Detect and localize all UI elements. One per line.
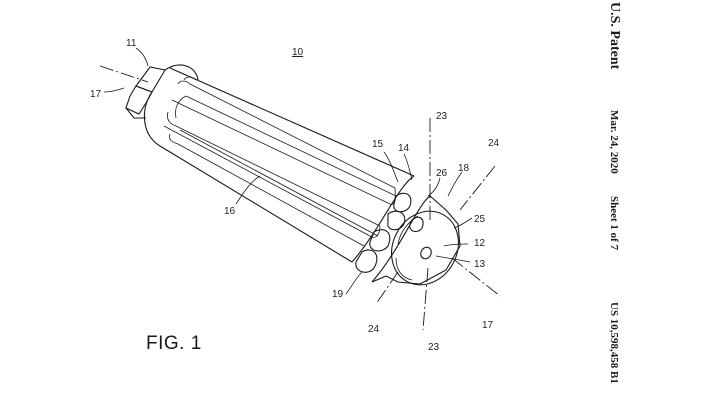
fig1-device-drawing: 11 10 17 23 15 14 24 18 26 16 25 12 13 1…: [90, 38, 501, 353]
figure-title: FIG. 1: [146, 333, 202, 354]
ref-19: 19: [332, 289, 344, 300]
cylinder-body: [143, 64, 415, 263]
ref-24-lower: 24: [368, 324, 380, 335]
ref-14: 14: [398, 143, 410, 154]
ref-16: 16: [224, 206, 236, 217]
ref-11: 11: [126, 38, 137, 49]
patent-header: U.S. Patent Mar. 24, 2020 Sheet 1 of 7 U…: [598, 0, 624, 405]
ref-18: 18: [458, 163, 470, 174]
ref-25: 25: [474, 214, 486, 225]
ref-10: 10: [292, 47, 304, 58]
ref-17-upper: 17: [90, 89, 102, 100]
ref-24-upper: 24: [488, 138, 500, 149]
ref-23-upper: 23: [436, 111, 448, 122]
patent-date: Mar. 24, 2020: [608, 110, 620, 174]
ref-13: 13: [474, 259, 486, 270]
sheet-number: Sheet 1 of 7: [608, 196, 620, 251]
axis-17-lower: [451, 257, 501, 297]
axis-24-upper: [459, 165, 496, 211]
axis-24-lower: [375, 271, 399, 305]
axis-17-upper: [99, 65, 149, 83]
ref-15: 15: [372, 139, 384, 150]
leader-lines: [103, 47, 473, 295]
ref-26: 26: [436, 168, 448, 179]
ported-muzzle: [351, 175, 461, 286]
patent-number: US 10,598,458 B1: [608, 302, 620, 384]
ref-17-lower: 17: [482, 320, 494, 331]
ref-23-lower: 23: [428, 342, 440, 353]
patent-label: U.S. Patent: [607, 2, 622, 70]
base-nut: [125, 66, 166, 119]
axis-23-lower: [422, 267, 429, 331]
ref-12: 12: [474, 238, 486, 249]
